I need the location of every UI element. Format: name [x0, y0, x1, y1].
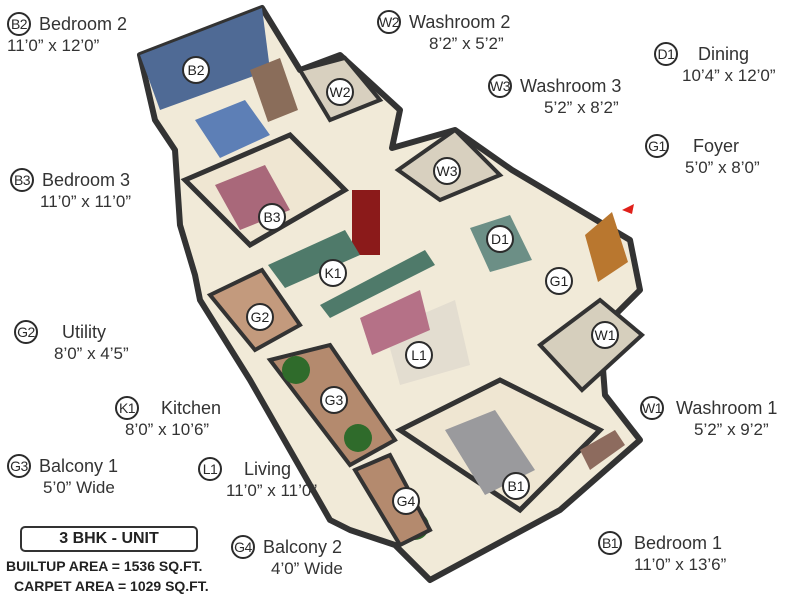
room-size: 4’0” Wide: [271, 559, 343, 578]
room-size: 10’4” x 12’0”: [682, 66, 776, 85]
plan-marker-b3: B3: [258, 203, 286, 231]
plan-marker-b1: B1: [502, 472, 530, 500]
plan-marker-w3: W3: [433, 157, 461, 185]
builtup-area: BUILTUP AREA = 1536 SQ.FT.: [6, 558, 203, 574]
room-code-badge: G2: [14, 320, 38, 344]
room-size: 11’0” x 12’0”: [7, 36, 100, 55]
room-name: Utility: [62, 321, 106, 342]
room-name: Bedroom 1: [634, 532, 723, 553]
plan-marker-g1: G1: [545, 267, 573, 295]
legend-bedroom-1: B1 Bedroom 1 11’0” x 13’6”: [598, 531, 726, 575]
room-name: Washroom 1: [676, 397, 778, 418]
room-code-badge: D1: [654, 42, 678, 66]
room-code-badge: B2: [7, 12, 31, 36]
carpet-area: CARPET AREA = 1029 SQ.FT.: [14, 578, 209, 594]
unit-type-title: 3 BHK - UNIT: [20, 526, 198, 552]
room-code-badge: G1: [645, 134, 669, 158]
room-code-badge: W2: [377, 10, 401, 34]
room-code-badge: L1: [198, 457, 222, 481]
room-size: 5’2” x 8’2”: [544, 98, 619, 117]
room-name: Living: [244, 458, 292, 479]
room-name: Foyer: [693, 135, 740, 156]
legend-foyer: G1 Foyer 5’0” x 8’0”: [645, 134, 760, 178]
legend-utility: G2 Utility 8’0” x 4’5”: [14, 320, 129, 364]
room-size: 11’0” x 11’0”: [40, 192, 132, 211]
plan-marker-w1: W1: [591, 321, 619, 349]
legend-bedroom-3: B3 Bedroom 3 11’0” x 11’0”: [10, 168, 131, 212]
room-code-badge: K1: [115, 396, 139, 420]
room-name: Dining: [698, 43, 750, 64]
legend-balcony-2: G4 Balcony 2 4’0” Wide: [231, 535, 343, 579]
room-name: Kitchen: [161, 397, 222, 418]
plan-marker-b2: B2: [182, 56, 210, 84]
room-size: 5’0” Wide: [43, 478, 115, 497]
room-size: 11’0” x 11’0”: [226, 481, 318, 500]
room-size: 8’0” x 4’5”: [54, 344, 129, 363]
room-code-badge: G4: [231, 535, 255, 559]
room-size: 5’0” x 8’0”: [685, 158, 760, 177]
room-code-badge: G3: [7, 454, 31, 478]
legend-dining: D1 Dining 10’4” x 12’0”: [654, 42, 776, 86]
plan-marker-l1: L1: [405, 341, 433, 369]
legend-washroom-3: W3 Washroom 3 5’2” x 8’2”: [488, 74, 621, 118]
room-size: 8’0” x 10’6”: [125, 420, 210, 439]
legend-bedroom-2: B2 Bedroom 2 11’0” x 12’0”: [7, 12, 127, 56]
plan-marker-g3: G3: [320, 386, 348, 414]
plan-marker-k1: K1: [319, 259, 347, 287]
room-name: Balcony 2: [263, 536, 343, 557]
room-name: Bedroom 3: [42, 169, 131, 190]
room-code-badge: W1: [640, 396, 664, 420]
room-code-badge: W3: [488, 74, 512, 98]
room-name: Washroom 3: [520, 75, 622, 96]
room-name: Washroom 2: [409, 11, 511, 32]
room-size: 11’0” x 13’6”: [634, 555, 727, 574]
legend-washroom-1: W1 Washroom 1 5’2” x 9’2”: [640, 396, 777, 440]
room-name: Balcony 1: [39, 455, 119, 476]
plan-marker-g4: G4: [392, 487, 420, 515]
room-size: 5’2” x 9’2”: [694, 420, 769, 439]
legend-living: L1 Living 11’0” x 11’0”: [198, 457, 317, 501]
room-code-badge: B3: [10, 168, 34, 192]
legend-kitchen: K1 Kitchen 8’0” x 10’6”: [115, 396, 221, 440]
plan-marker-w2: W2: [326, 78, 354, 106]
legend-washroom-2: W2 Washroom 2 8’2” x 5’2”: [377, 10, 510, 54]
legend-balcony-1: G3 Balcony 1 5’0” Wide: [7, 454, 118, 498]
room-size: 8’2” x 5’2”: [429, 34, 504, 53]
room-name: Bedroom 2: [39, 13, 128, 34]
room-code-badge: B1: [598, 531, 622, 555]
plan-marker-g2: G2: [246, 303, 274, 331]
plan-marker-d1: D1: [486, 225, 514, 253]
